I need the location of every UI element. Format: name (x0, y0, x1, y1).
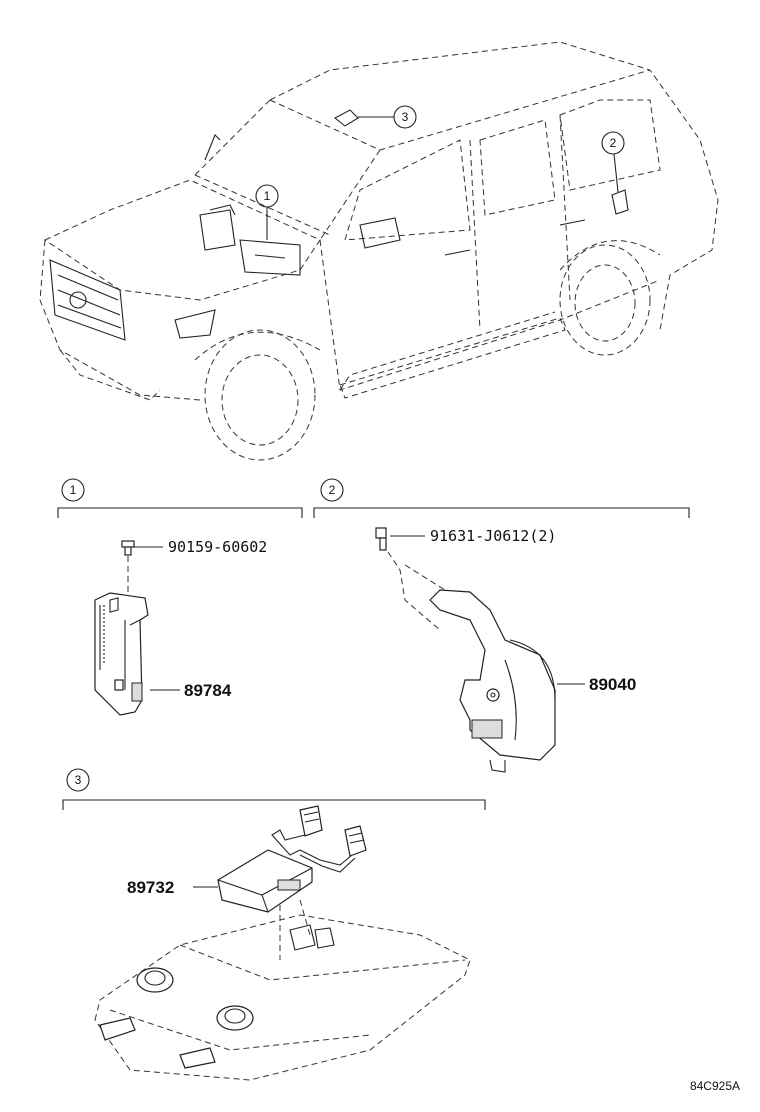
vehicle-callout-1: 1 (255, 184, 279, 240)
callout-number: 3 (402, 110, 409, 124)
part-label-90159-60602: 90159-60602 (168, 538, 267, 556)
module-89732 (217, 849, 313, 913)
section-1: 1 90159-60602 89784 (57, 478, 303, 716)
section-3-number: 3 (75, 773, 82, 787)
bolt-icon (375, 527, 387, 551)
vehicle-illustration (39, 41, 719, 461)
connector-icon (299, 805, 367, 857)
callout-number: 2 (610, 136, 617, 150)
part-label-89040: 89040 (589, 675, 636, 694)
callout-number: 1 (264, 189, 271, 203)
figure-code: 84C925A (690, 1079, 740, 1093)
part-label-89784: 89784 (184, 681, 232, 700)
section-1-number: 1 (70, 483, 77, 497)
unit-89040 (429, 589, 556, 773)
module-89784 (94, 592, 149, 716)
vehicle-callout-3: 3 (358, 105, 417, 129)
part-label-91631-J0612: 91631-J0612(2) (430, 527, 556, 545)
section-2: 2 91631-J0612(2) 89040 (313, 478, 690, 773)
part-label-89732: 89732 (127, 878, 174, 897)
vehicle-callout-2: 2 (601, 131, 625, 193)
headliner-panel (94, 914, 471, 1081)
section-3: 3 89732 (62, 768, 486, 1081)
section-2-number: 2 (329, 483, 336, 497)
bolt-icon (121, 540, 135, 556)
